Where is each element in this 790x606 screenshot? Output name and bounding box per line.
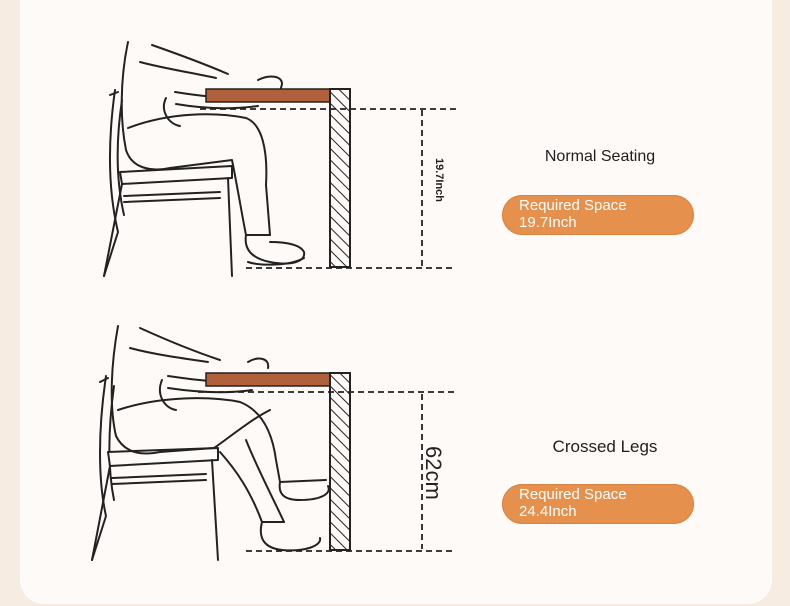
caption-normal-seating: Normal Seating [544, 148, 656, 165]
badge-title-1: Required Space [519, 197, 627, 214]
badge-value-1: 19.7Inch [519, 214, 577, 231]
person-2 [110, 325, 330, 552]
badge-value-2: 24.4Inch [519, 503, 577, 520]
required-space-badge-2: Required Space 24.4Inch [502, 484, 694, 524]
normal-seating-illustration [103, 41, 306, 277]
dimension-lines-1 [200, 108, 456, 269]
table-leg-1 [329, 88, 351, 268]
dimension-label-2: 62cm [421, 446, 446, 500]
table-leg-2 [329, 372, 351, 551]
badge-title-2: Required Space [519, 486, 627, 503]
caption-crossed-legs: Crossed Legs [552, 437, 658, 456]
tabletop-2 [205, 372, 331, 387]
person-1 [120, 41, 306, 266]
tabletop-1 [205, 88, 331, 103]
dimension-label-1: 19.7Inch [433, 158, 445, 202]
chair-1 [103, 89, 233, 277]
crossed-legs-illustration [91, 325, 330, 561]
required-space-badge-1: Required Space 19.7Inch [502, 195, 694, 235]
dimension-lines-2 [198, 391, 456, 552]
chair-2 [91, 375, 219, 561]
